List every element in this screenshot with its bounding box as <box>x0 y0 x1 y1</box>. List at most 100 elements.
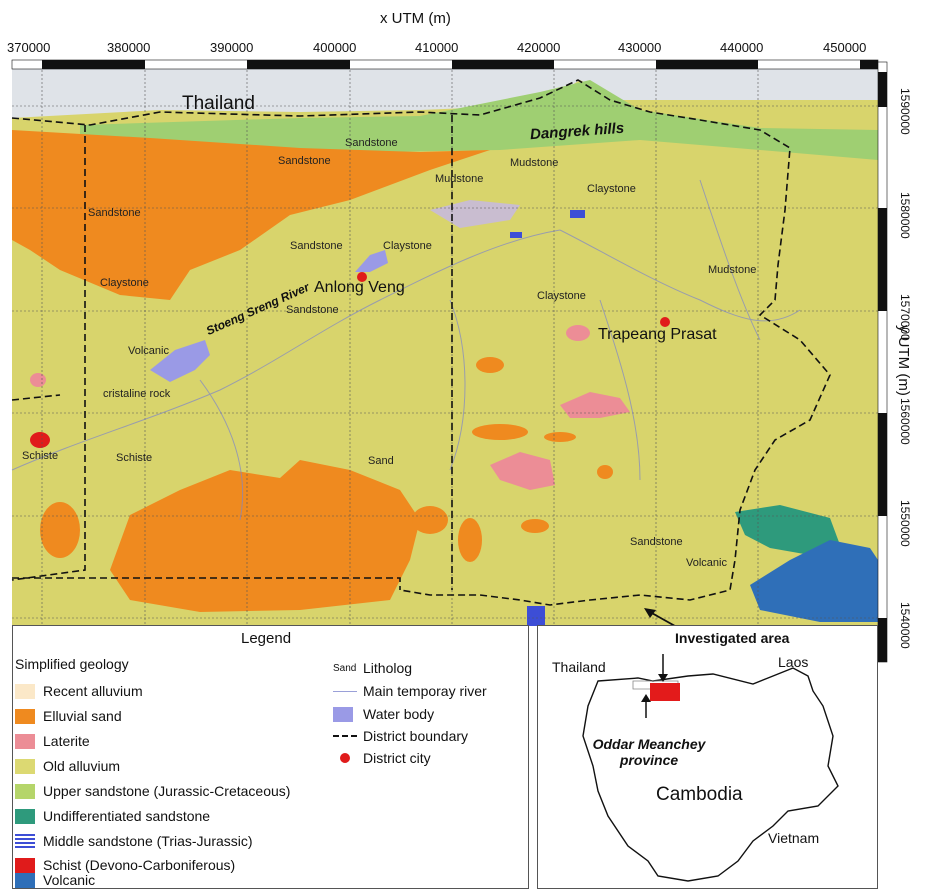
legend-item-recent-alluvium: Recent alluvium <box>15 681 143 701</box>
elluvial-sand-patch <box>40 502 80 558</box>
city-symbol <box>340 753 350 763</box>
inset-arrow-up-head <box>641 694 651 702</box>
legend-item-middle-sandstone: Middle sandstone (Trias-Jurassic) <box>15 831 253 851</box>
investigated-area-box <box>650 683 680 701</box>
swatch <box>15 783 35 799</box>
laterite-patch <box>490 452 555 490</box>
laterite-patch <box>560 392 630 418</box>
elluvial-sand-nw <box>12 130 490 300</box>
district-city-anlong-veng <box>357 272 367 282</box>
litholog-label: Sandstone <box>290 240 343 252</box>
swatch <box>15 708 35 724</box>
upper-sandstone-band <box>80 80 878 160</box>
elluvial-sand-patch <box>521 519 549 533</box>
legend-item-district-city: District city <box>333 748 431 768</box>
laterite-patch <box>30 373 46 387</box>
x-tick: 400000 <box>313 40 357 55</box>
legend-label: District city <box>363 750 431 766</box>
litholog-label: Sandstone <box>345 137 398 149</box>
litholog-label: Sandstone <box>630 536 683 548</box>
district-city-trapeang-prasat <box>660 317 670 327</box>
inset-arrow-down-head <box>658 674 668 682</box>
thailand-label: Thailand <box>182 93 255 114</box>
x-tick: 390000 <box>210 40 254 55</box>
inset-label-cambodia: Cambodia <box>656 784 743 805</box>
swatch <box>15 833 35 849</box>
litholog-label: Volcanic <box>686 557 727 569</box>
x-tick: 420000 <box>517 40 561 55</box>
x-scale-bar <box>11 59 879 70</box>
river-symbol <box>333 690 357 692</box>
litholog-label: Sand <box>368 455 394 467</box>
legend-item-district-boundary: District boundary <box>333 726 468 746</box>
litholog-label: Sandstone <box>286 304 339 316</box>
inset-label-thailand: Thailand <box>552 659 606 675</box>
legend-label: Recent alluvium <box>43 683 143 699</box>
elluvial-sand-patch <box>458 518 482 562</box>
water-body <box>355 250 388 272</box>
elluvial-sand-patch <box>472 424 528 440</box>
legend-panel: Legend Simplified geology Recent alluviu… <box>12 625 529 889</box>
y-scale-bar <box>877 61 888 663</box>
inset-label-laos: Laos <box>778 654 809 670</box>
litholog-label: Mudstone <box>510 157 559 169</box>
province-label: Oddar Meanchey province <box>592 736 706 768</box>
legend-item-volcanic: Volcanic <box>15 872 96 888</box>
middle-sandstone <box>527 606 545 626</box>
investigated-area-label: Investigated area <box>675 630 790 646</box>
legend-item-litholog: Sand Litholog <box>333 658 412 678</box>
legend-item-laterite: Laterite <box>15 731 90 751</box>
inset-map: Investigated area Thailand Laos Oddar Me… <box>537 625 878 889</box>
litholog-label: Sandstone <box>278 155 331 167</box>
litholog-label: Mudstone <box>708 264 757 276</box>
schist-patch <box>30 432 50 448</box>
x-tick: 430000 <box>618 40 662 55</box>
legend-item-elluvial-sand: Elluvial sand <box>15 706 122 726</box>
legend-label: Elluvial sand <box>43 708 122 724</box>
elluvial-sand-patch <box>544 432 576 442</box>
legend-label: Volcanic <box>43 872 96 888</box>
x-axis-title: x UTM (m) <box>380 10 451 27</box>
swatch <box>15 683 35 699</box>
cambodia-outline <box>582 654 839 882</box>
city-label-trapeang-prasat: Trapeang Prasat <box>598 326 717 343</box>
swatch <box>15 758 35 774</box>
legend-label: Main temporay river <box>363 683 487 699</box>
legend-label: Old alluvium <box>43 758 121 774</box>
legend-label: Laterite <box>43 733 90 749</box>
litholog-label: Claystone <box>383 240 432 252</box>
swatch <box>15 857 35 873</box>
litholog-label: Schiste <box>22 450 59 462</box>
elluvial-sand-patch <box>476 357 504 373</box>
undifferentiated-sandstone <box>735 505 840 555</box>
x-tick: 380000 <box>107 40 151 55</box>
legend-item-river: Main temporay river <box>333 681 487 701</box>
city-label-anlong-veng: Anlong Veng <box>314 279 405 296</box>
legend-item-undifferentiated-sandstone: Undifferentiated sandstone <box>15 806 210 826</box>
legend-label: Water body <box>363 706 435 722</box>
legend-item-upper-sandstone: Upper sandstone (Jurassic-Cretaceous) <box>15 781 290 801</box>
district-boundary <box>11 79 831 606</box>
volcanic-area <box>750 540 878 622</box>
legend-title: Legend <box>241 630 292 647</box>
elluvial-sand-patch <box>412 506 448 534</box>
boundary-symbol <box>333 735 357 737</box>
water-body <box>150 340 210 382</box>
litholog-label: Volcanic <box>128 345 169 357</box>
x-tick: 370000 <box>7 40 51 55</box>
litholog-sample: Sand <box>333 662 357 674</box>
water-symbol <box>333 706 353 722</box>
inset-label-vietnam: Vietnam <box>768 830 820 846</box>
pointer-arrow-head <box>644 608 656 618</box>
legend-label: Upper sandstone (Jurassic-Cretaceous) <box>43 783 291 799</box>
legend-item-old-alluvium: Old alluvium <box>15 756 120 776</box>
legend-label: Undifferentiated sandstone <box>43 808 211 824</box>
x-tick: 440000 <box>720 40 764 55</box>
thailand-area <box>12 62 878 118</box>
x-tick: 450000 <box>823 40 867 55</box>
litholog-label: cristaline rock <box>103 388 171 400</box>
litholog-label: Claystone <box>100 277 149 289</box>
litholog-label: Claystone <box>587 183 636 195</box>
litholog-label: Claystone <box>537 290 586 302</box>
